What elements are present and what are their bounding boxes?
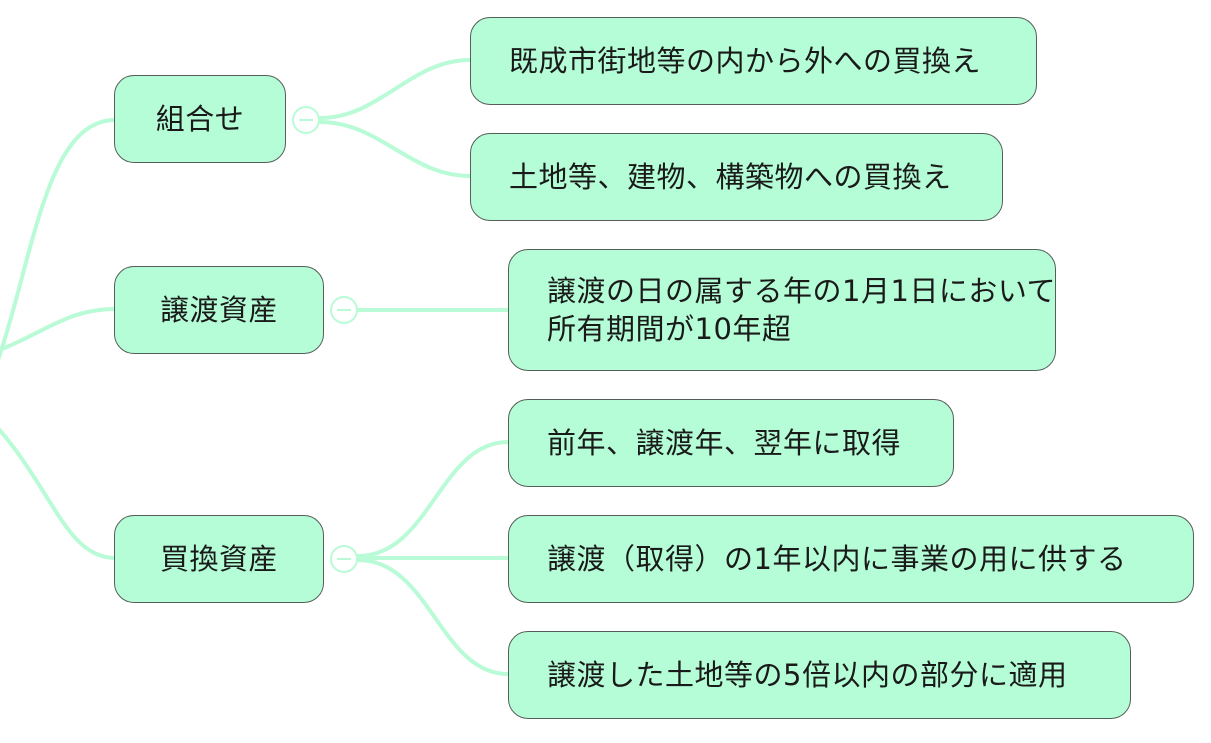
branch-label: 譲渡資産 <box>159 293 278 327</box>
leaf-node-joto-shisan-1[interactable]: 譲渡の日の属する年の1月1日において 所有期間が10年超 <box>508 249 1056 371</box>
branch-label: 買換資産 <box>159 542 278 576</box>
connector-kumiawase-child-1 <box>318 58 472 120</box>
branch-node-joto-shisan[interactable]: 譲渡資産 <box>114 266 324 354</box>
connector-kumiawase-child-2 <box>318 120 472 178</box>
collapse-toggle-joto-shisan[interactable] <box>330 296 358 324</box>
connector-root-to-kumiawase <box>0 118 117 361</box>
branch-label: 組合せ <box>155 102 245 136</box>
leaf-label: 譲渡した土地等の5倍以内の部分に適用 <box>547 658 1068 692</box>
leaf-node-kumiawase-1[interactable]: 既成市街地等の内から外への買換え <box>470 17 1037 105</box>
leaf-label-line-2: 所有期間が10年超 <box>547 312 792 346</box>
leaf-node-kumiawase-2[interactable]: 土地等、建物、構築物への買換え <box>470 133 1003 221</box>
leaf-node-kaikae-3[interactable]: 譲渡した土地等の5倍以内の部分に適用 <box>508 631 1131 719</box>
collapse-toggle-kumiawase[interactable] <box>292 106 320 134</box>
leaf-label: 譲渡（取得）の1年以内に事業の用に供する <box>547 542 1127 576</box>
leaf-label: 土地等、建物、構築物への買換え <box>509 160 952 194</box>
leaf-label-line-1: 譲渡の日の属する年の1月1日において <box>547 274 1057 308</box>
connector-kaikae-child-1 <box>356 440 510 558</box>
branch-node-kaikae-shisan[interactable]: 買換資産 <box>114 515 324 603</box>
connector-kaikae-child-3 <box>356 558 510 676</box>
leaf-label: 既成市街地等の内から外への買換え <box>509 44 982 78</box>
leaf-node-kaikae-1[interactable]: 前年、譲渡年、翌年に取得 <box>508 399 954 487</box>
branch-node-kumiawase[interactable]: 組合せ <box>114 75 286 163</box>
leaf-label: 前年、譲渡年、翌年に取得 <box>547 426 902 460</box>
connector-root-to-joto-shisan <box>0 307 117 352</box>
connector-root-to-kaikae-shisan <box>0 427 117 560</box>
collapse-toggle-kaikae-shisan[interactable] <box>330 545 358 573</box>
leaf-node-kaikae-2[interactable]: 譲渡（取得）の1年以内に事業の用に供する <box>508 515 1194 603</box>
